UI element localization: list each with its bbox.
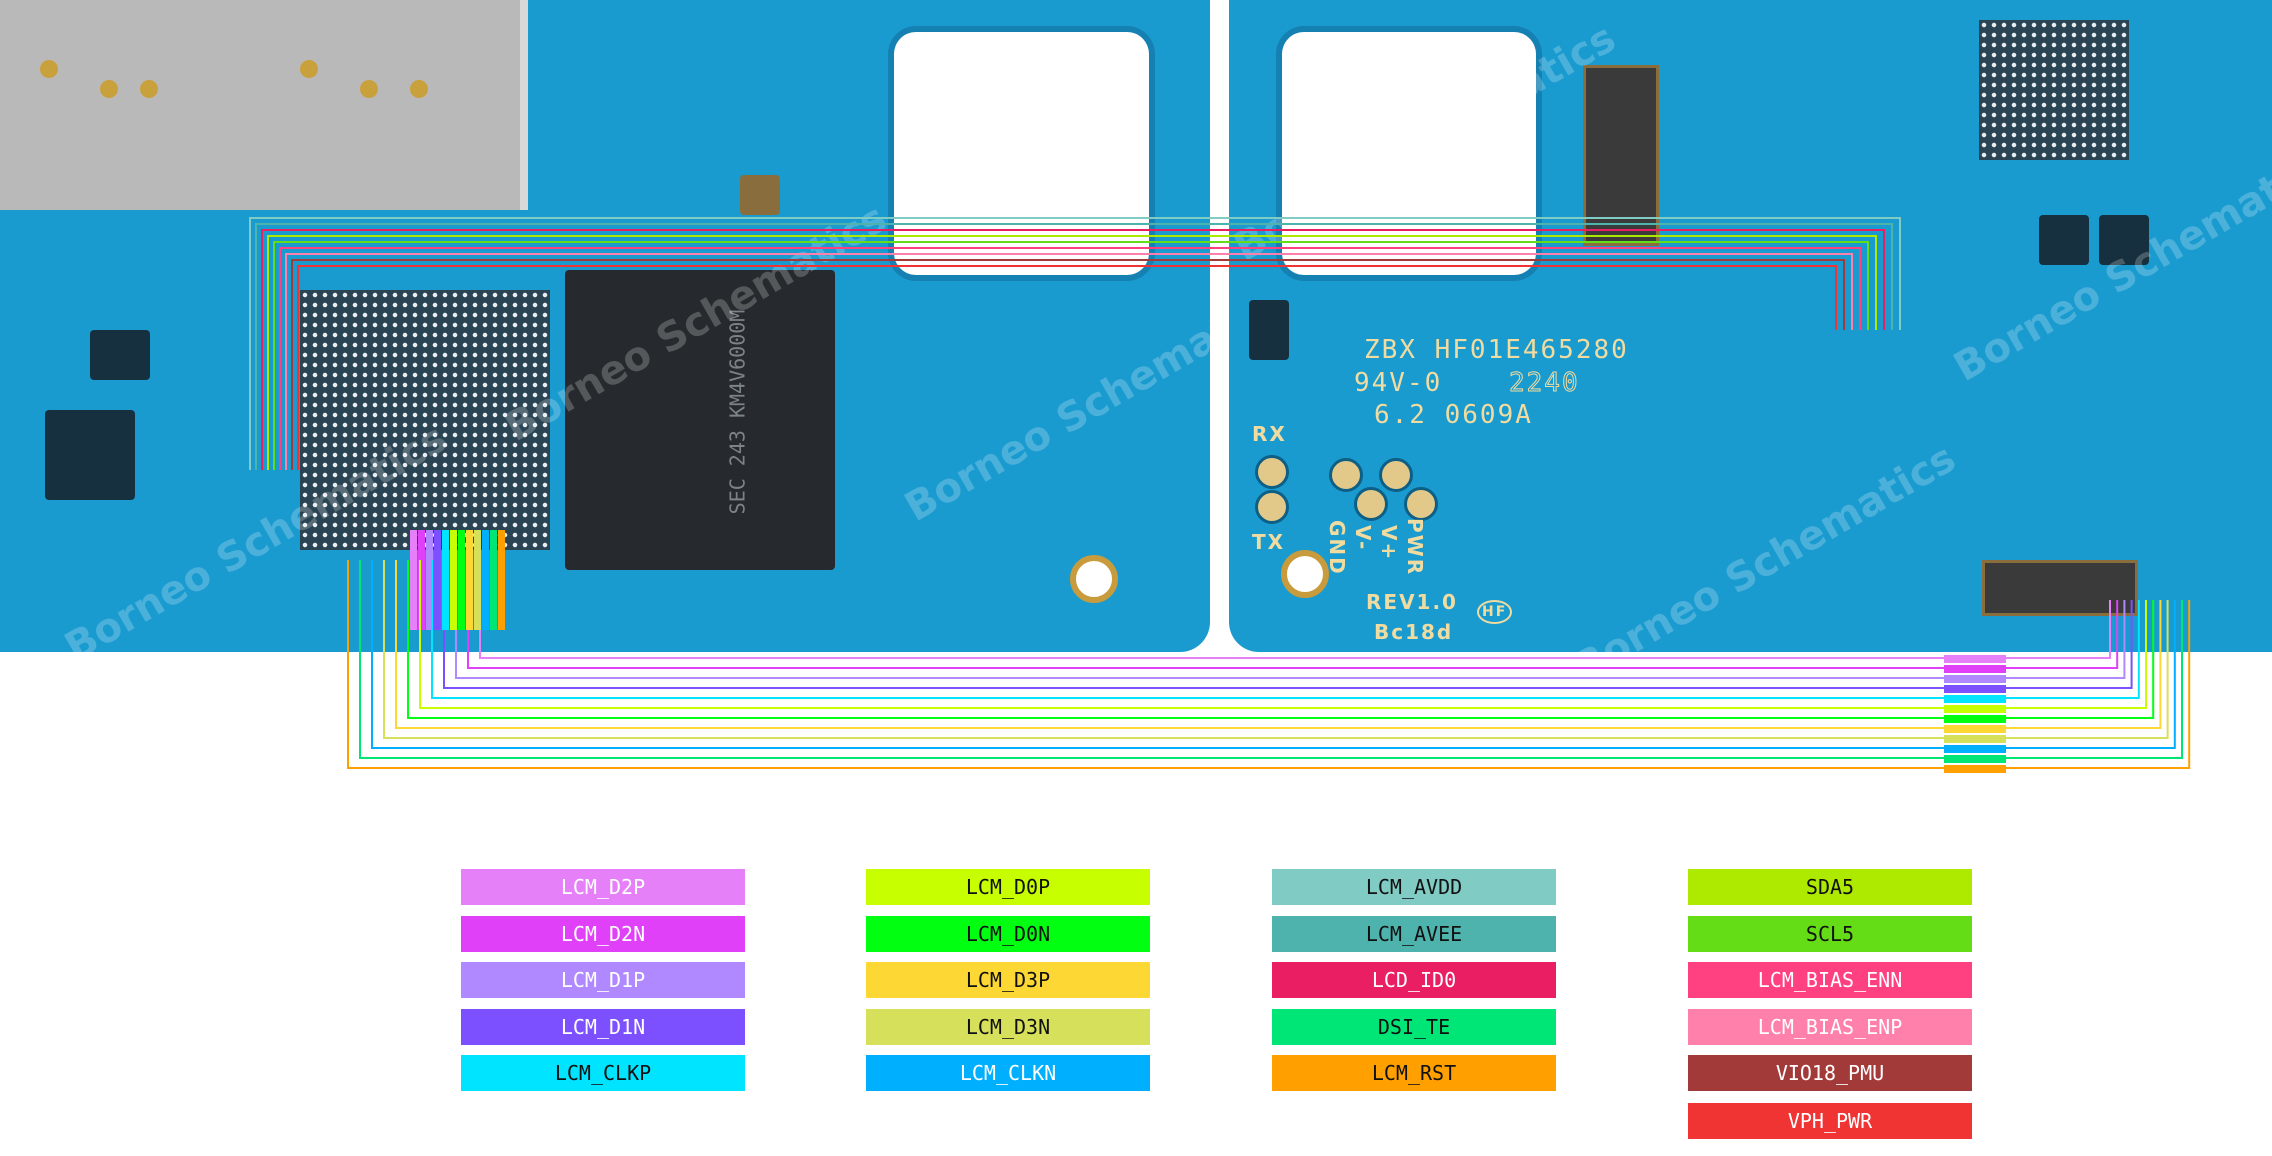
legend-item-lcm-d0p: LCM_D0P	[866, 869, 1150, 905]
silk-rev: REV1.0	[1366, 590, 1458, 614]
silk-version: 6.2 0609A	[1374, 400, 1533, 430]
legend-item-lcm-clkn: LCM_CLKN	[866, 1055, 1150, 1091]
legend-item-lcd-id0: LCD_ID0	[1272, 962, 1556, 998]
ic-chip	[2039, 215, 2089, 265]
board-connector	[1583, 65, 1659, 246]
trace-label-tag	[1944, 725, 2006, 733]
trace-label-tag	[1944, 665, 2006, 673]
silk-rating: 94V-0	[1354, 368, 1443, 398]
vplus-pad	[1379, 458, 1413, 492]
silk-id: ZBX HF01E465280	[1364, 335, 1629, 365]
ic-chip	[2099, 215, 2149, 265]
pcb-left-half: SEC 243 KM4V6000M Borneo Schematics Born…	[0, 0, 1210, 652]
silk-tx: TX	[1252, 530, 1286, 554]
silk-code: Bc18d	[1374, 620, 1454, 644]
component	[740, 175, 780, 215]
trace-label-tag	[1944, 695, 2006, 703]
legend-item-dsi-te: DSI_TE	[1272, 1009, 1556, 1045]
rx-pad	[1255, 455, 1289, 489]
trace-label-tag	[1944, 655, 2006, 663]
silk-vplus: V+	[1377, 525, 1401, 562]
ic-chip	[90, 330, 150, 380]
silk-pwr: PWR	[1403, 518, 1427, 577]
silk-hf-logo: HF	[1477, 600, 1513, 624]
legend-item-scl5: SCL5	[1688, 916, 1972, 952]
legend-item-lcm-d3n: LCM_D3N	[866, 1009, 1150, 1045]
silk-date-code: 2240	[1509, 368, 1580, 399]
trace-label-tag	[1944, 705, 2006, 713]
trace-label-tag	[1944, 685, 2006, 693]
ic-chip	[45, 410, 135, 500]
silk-gnd: GND	[1325, 520, 1349, 576]
legend-item-lcm-avee: LCM_AVEE	[1272, 916, 1556, 952]
trace-label-tag	[1944, 745, 2006, 753]
pcb-right-half: ZBX HF01E465280 94V-0 2240 6.2 0609A RX …	[1229, 0, 2272, 652]
silk-vminus: V-	[1351, 525, 1375, 552]
legend-item-lcm-bias-enn: LCM_BIAS_ENN	[1688, 962, 1972, 998]
tx-pad	[1255, 490, 1289, 524]
ic-chip	[1249, 300, 1289, 360]
trace-label-tag	[1944, 765, 2006, 773]
legend-item-vph-pwr: VPH_PWR	[1688, 1103, 1972, 1139]
legend-item-lcm-d1p: LCM_D1P	[461, 962, 745, 998]
legend-item-lcm-d2p: LCM_D2P	[461, 869, 745, 905]
silk-rx: RX	[1252, 422, 1287, 446]
trace-label-tag	[1944, 715, 2006, 723]
board-cutout	[894, 32, 1149, 275]
vminus-pad	[1354, 487, 1388, 521]
legend-item-lcm-d1n: LCM_D1N	[461, 1009, 745, 1045]
legend-item-lcm-rst: LCM_RST	[1272, 1055, 1556, 1091]
legend-item-lcm-d3p: LCM_D3P	[866, 962, 1150, 998]
legend-item-lcm-clkp: LCM_CLKP	[461, 1055, 745, 1091]
legend-item-vio18-pmu: VIO18_PMU	[1688, 1055, 1972, 1091]
sim-tray	[0, 0, 528, 210]
mount-hole	[1281, 550, 1329, 598]
pmic-bga	[1979, 20, 2129, 160]
watermark: Borneo Schematics	[897, 275, 1210, 531]
legend-item-lcm-avdd: LCM_AVDD	[1272, 869, 1556, 905]
trace-label-tag	[1944, 755, 2006, 763]
legend-item-lcm-d0n: LCM_D0N	[866, 916, 1150, 952]
watermark: Borneo Schematics	[1946, 135, 2272, 391]
trace-label-tag	[1944, 675, 2006, 683]
legend-item-lcm-d2n: LCM_D2N	[461, 916, 745, 952]
pwr-pad	[1404, 487, 1438, 521]
trace-label-tag	[1944, 735, 2006, 743]
gnd-pad	[1329, 458, 1363, 492]
chip-marking: SEC 243 KM4V6000M	[725, 309, 750, 515]
watermark: Borneo Schematics	[1566, 435, 1964, 652]
legend-item-sda5: SDA5	[1688, 869, 1972, 905]
legend-item-lcm-bias-enp: LCM_BIAS_ENP	[1688, 1009, 1972, 1045]
mount-hole	[1070, 555, 1118, 603]
lcd-connector	[1982, 560, 2138, 616]
